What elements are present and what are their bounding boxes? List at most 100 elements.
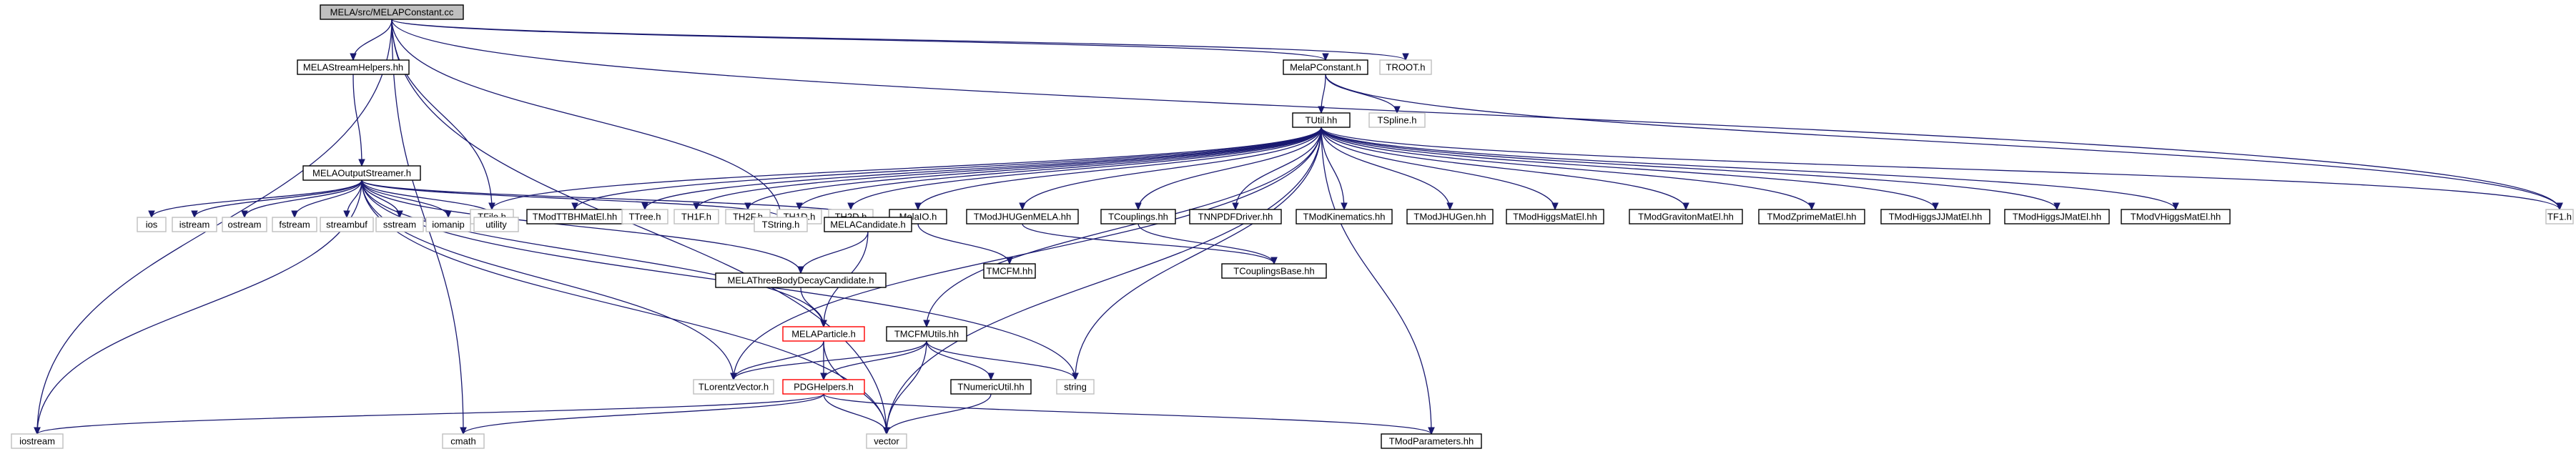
node-troot: TROOT.h [1379, 59, 1432, 75]
node-tmodparams[interactable]: TModParameters.hh [1381, 433, 1482, 449]
edge-arrowhead-tmcfmutils-to-string [1072, 372, 1079, 381]
node-tcouplingsbase[interactable]: TCouplingsBase.hh [1221, 263, 1327, 279]
edge-tmcfmutils-to-tnumeric [926, 340, 992, 380]
node-vector: vector [866, 433, 907, 449]
edge-tutil-to-tmcfmutils [926, 127, 1322, 327]
edge-tutil-to-th2f [747, 127, 1322, 210]
node-label-tnumeric: TNumericUtil.hh [957, 382, 1024, 393]
edge-arrowhead-pdghelpers-to-iostream [34, 427, 41, 435]
node-box-vhiggs [2121, 209, 2231, 224]
node-fstream: fstream [272, 217, 317, 232]
edge-pdghelpers-to-vector [823, 393, 887, 435]
node-streamhelpers[interactable]: MELAStreamHelpers.hh [297, 59, 410, 75]
edge-tutil-to-graviton [1321, 127, 1687, 210]
node-label-jhugenmela: TModJHUGenMELA.hh [974, 212, 1072, 222]
edge-arrowhead-tutil-to-higgsmatel [1551, 202, 1559, 211]
node-threebody[interactable]: MELAThreeBodyDecayCandidate.h [715, 272, 887, 288]
edge-melaparticle-to-tlorentz [733, 340, 824, 380]
edge-arrowhead-melapconst-to-tspline [1393, 106, 1401, 114]
edge-tutil-to-tnnpdf [1235, 127, 1322, 210]
edge-melapconst-to-tspline [1325, 74, 1398, 114]
node-jhugen[interactable]: TModJHUGen.hh [1406, 209, 1494, 224]
node-higgsmatel[interactable]: TModHiggsMatEl.hh [1506, 209, 1604, 224]
node-graviton[interactable]: TModGravitonMatEl.hh [1629, 209, 1743, 224]
node-tf1: TF1.h [2545, 209, 2574, 224]
node-box-iomanip [425, 217, 471, 232]
edge-tutil-to-melaio [917, 127, 1322, 210]
edge-pdghelpers-to-tmodparams [823, 393, 1432, 435]
node-label-sstream: sstream [383, 219, 416, 230]
edge-tutil-to-zprime [1321, 127, 1812, 210]
node-pdghelpers[interactable]: PDGHelpers.h [782, 379, 865, 395]
node-label-istream: istream [179, 219, 210, 230]
node-label-tutil: TUtil.hh [1306, 115, 1338, 126]
edge-arrowhead-root-to-melapconst [1322, 53, 1329, 61]
edge-arrowhead-tutil-to-jhugen [1446, 202, 1454, 211]
node-label-jhugen: TModJHUGen.hh [1413, 212, 1486, 222]
edge-arrowhead-tutil-to-higgsjj [1932, 202, 1939, 211]
edge-arrowhead-tmcfmutils-to-tlorentz [730, 372, 737, 381]
node-box-tnnpdf [1189, 209, 1282, 224]
node-ostream: ostream [222, 217, 267, 232]
node-box-higgsjj [1880, 209, 1990, 224]
edge-root-to-troot [391, 19, 1406, 61]
edge-arrowhead-tutil-to-th2d [847, 202, 854, 211]
node-higgsj[interactable]: TModHiggsJMatEl.hh [2004, 209, 2110, 224]
node-tmcfm[interactable]: TMCFM.hh [983, 263, 1036, 279]
node-tkin[interactable]: TModKinematics.hh [1296, 209, 1393, 224]
edge-melapconst-to-tf1 [1325, 74, 2560, 210]
edge-tutil-to-higgsjj [1321, 127, 1936, 210]
node-tcouplings[interactable]: TCouplings.hh [1100, 209, 1176, 224]
edge-tmcfmutils-to-string [926, 340, 1076, 380]
node-box-tstring [754, 217, 808, 232]
node-higgsjj[interactable]: TModHiggsJJMatEl.hh [1880, 209, 1990, 224]
node-label-ios: ios [146, 219, 158, 230]
node-box-graviton [1629, 209, 1743, 224]
node-label-threebody: MELAThreeBodyDecayCandidate.h [728, 275, 874, 286]
node-melacand[interactable]: MELACandidate.h [824, 217, 912, 232]
edge-tutil-to-th1d [799, 127, 1322, 210]
edge-arrowhead-outstreamer-to-ostream [241, 210, 248, 219]
node-label-iostream: iostream [19, 436, 55, 447]
node-string: string [1056, 379, 1095, 395]
edge-arrowhead-threebody-to-melaparticle [820, 320, 827, 328]
node-jhugenmela[interactable]: TModJHUGenMELA.hh [966, 209, 1079, 224]
node-melaparticle[interactable]: MELAParticle.h [782, 326, 865, 342]
edge-arrowhead-tmcfmutils-to-pdghelpers [820, 372, 827, 381]
node-label-tcouplingsbase: TCouplingsBase.hh [1233, 266, 1314, 277]
edge-arrowhead-tnumeric-to-vector [883, 427, 890, 435]
edge-arrowhead-tutil-to-tkin [1341, 202, 1348, 211]
edge-pdghelpers-to-cmath [463, 393, 824, 435]
edge-tutil-to-higgsj [1321, 127, 2058, 210]
node-outstreamer[interactable]: MELAOutputStreamer.h [302, 165, 421, 181]
node-melapconst[interactable]: MelaPConstant.h [1283, 59, 1368, 75]
node-vhiggs[interactable]: TModVHiggsMatEl.hh [2121, 209, 2231, 224]
node-tmcfmutils[interactable]: TMCFMUtils.hh [886, 326, 967, 342]
node-label-tcouplings: TCouplings.hh [1108, 212, 1168, 222]
node-box-outstreamer [302, 165, 421, 181]
node-box-sstream [375, 217, 424, 232]
node-tnnpdf[interactable]: TNNPDFDriver.hh [1189, 209, 1282, 224]
node-label-pdghelpers: PDGHelpers.h [794, 382, 854, 393]
edge-tutil-to-higgsmatel [1321, 127, 1556, 210]
edge-arrowhead-outstreamer-to-streambuf [343, 210, 350, 219]
node-label-outstreamer: MELAOutputStreamer.h [312, 168, 411, 179]
node-box-tutil [1292, 112, 1351, 128]
node-utility: utility [473, 217, 519, 232]
node-label-tstring: TString.h [762, 219, 800, 230]
edge-tutil-to-jhugenmela [1022, 127, 1322, 210]
node-tutil[interactable]: TUtil.hh [1292, 112, 1351, 128]
node-tstring: TString.h [754, 217, 808, 232]
edge-arrowhead-tutil-to-melaio [914, 202, 922, 211]
node-root[interactable]: MELA/src/MELAPConstant.cc [320, 4, 464, 20]
edge-tutil-to-string [1075, 127, 1322, 380]
graph-nodes: MELA/src/MELAPConstant.ccMELAStreamHelpe… [11, 4, 2574, 449]
node-ttbh[interactable]: TModTTBHMatEl.hh [526, 209, 623, 224]
edge-melaio-to-tmcfm [917, 223, 1010, 265]
edge-arrowhead-tutil-to-tf1 [2556, 202, 2563, 211]
node-box-zprime [1758, 209, 1865, 224]
edge-arrowhead-tutil-to-zprime [1808, 202, 1815, 211]
node-tnumeric[interactable]: TNumericUtil.hh [950, 379, 1032, 395]
node-zprime[interactable]: TModZprimeMatEl.hh [1758, 209, 1865, 224]
